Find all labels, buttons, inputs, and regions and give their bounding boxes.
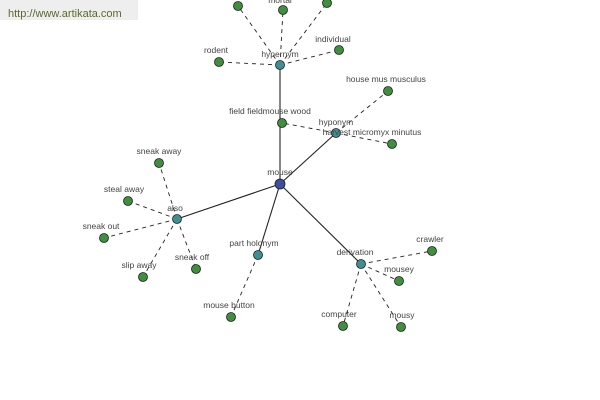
relation-node-hyponym[interactable]: [331, 128, 341, 138]
edge-steal-away: [127, 200, 178, 220]
edge-hyper-w2: [279, 2, 328, 66]
node-label-individual: individual: [315, 34, 351, 44]
edge-hyponym: [279, 132, 337, 185]
edge-rodent: [218, 61, 281, 66]
word-node-hyper-w1[interactable]: [233, 1, 243, 11]
source-url-text: http://www.artikata.com: [8, 8, 122, 20]
node-label-mouse: mouse: [267, 167, 293, 177]
node-label-mousy: mousy: [389, 310, 415, 320]
word-node-slip-away[interactable]: [138, 272, 148, 282]
node-label-mouse-button: mouse button: [203, 300, 255, 310]
word-node-house-mus-musculus[interactable]: [383, 86, 393, 96]
edge-part-holonym: [257, 183, 281, 256]
node-layer: [99, 0, 437, 332]
edge-harvest-micromyx-minutus: [335, 132, 393, 145]
node-label-sneak-away: sneak away: [137, 146, 183, 156]
word-node-harvest-micromyx-minutus[interactable]: [387, 139, 397, 149]
node-label-hypernym: hypernym: [261, 49, 298, 59]
edge-house-mus-musculus: [335, 90, 389, 134]
node-label-crawler: crawler: [416, 234, 444, 244]
edge-also: [176, 183, 281, 220]
node-label-steal-away: steal away: [104, 184, 145, 194]
node-label-computer: computer: [321, 309, 357, 319]
node-label-mousey: mousey: [384, 264, 415, 274]
node-label-derivation: derivation: [337, 247, 374, 257]
watermark-bar: http://www.artikata.com: [0, 0, 138, 20]
word-node-sneak-off[interactable]: [191, 264, 201, 274]
label-layer: mouse hypernym hyponym also part holonym deri…: [83, 0, 444, 320]
edge-layer: [103, 2, 433, 328]
node-label-house-mus-musculus: house mus musculus: [346, 74, 426, 84]
edge-field-fieldmouse-wood: [281, 122, 337, 134]
edge-sneak-off: [176, 218, 197, 270]
edge-individual: [279, 49, 340, 66]
word-node-field-fieldmouse-wood[interactable]: [277, 118, 287, 128]
word-node-mouse-button[interactable]: [226, 312, 236, 322]
center-node-mouse[interactable]: [274, 178, 286, 190]
node-label-sneak-off: sneak off: [175, 252, 210, 262]
edge-mousey: [360, 263, 400, 282]
word-node-steal-away[interactable]: [123, 196, 133, 206]
edge-mortal: [279, 9, 284, 66]
node-label-hyponym: hyponym: [319, 117, 354, 127]
node-label-part-holonym: part holonym: [229, 238, 278, 248]
node-label-also: also: [167, 203, 183, 213]
word-node-hyper-w2[interactable]: [322, 0, 332, 8]
word-node-individual[interactable]: [334, 45, 344, 55]
node-label-rodent: rodent: [204, 45, 229, 55]
edge-computer: [342, 263, 362, 327]
relation-node-also[interactable]: [172, 214, 182, 224]
word-node-mortal[interactable]: [278, 5, 288, 15]
edge-slip-away: [142, 218, 178, 278]
word-node-mousey[interactable]: [394, 276, 404, 286]
node-label-harvest-micromyx-minutus: harvest micromyx minutus: [323, 127, 422, 137]
node-label-sneak-out: sneak out: [83, 221, 120, 231]
word-node-crawler[interactable]: [427, 246, 437, 256]
edge-sneak-away: [158, 162, 178, 220]
word-node-sneak-away[interactable]: [154, 158, 164, 168]
edge-derivation: [279, 183, 362, 265]
node-label-mortal: mortal: [268, 0, 292, 5]
node-label-slip-away: slip away: [122, 260, 158, 270]
relation-node-derivation[interactable]: [356, 259, 366, 269]
relation-node-hypernym[interactable]: [275, 60, 285, 70]
word-node-computer[interactable]: [338, 321, 348, 331]
relation-node-part-holonym[interactable]: [253, 250, 263, 260]
word-node-mousy[interactable]: [396, 322, 406, 332]
edge-mouse-button: [230, 254, 259, 318]
word-node-sneak-out[interactable]: [99, 233, 109, 243]
word-node-rodent[interactable]: [214, 57, 224, 67]
node-label-field-fieldmouse-wood: field fieldmouse wood: [229, 106, 311, 116]
